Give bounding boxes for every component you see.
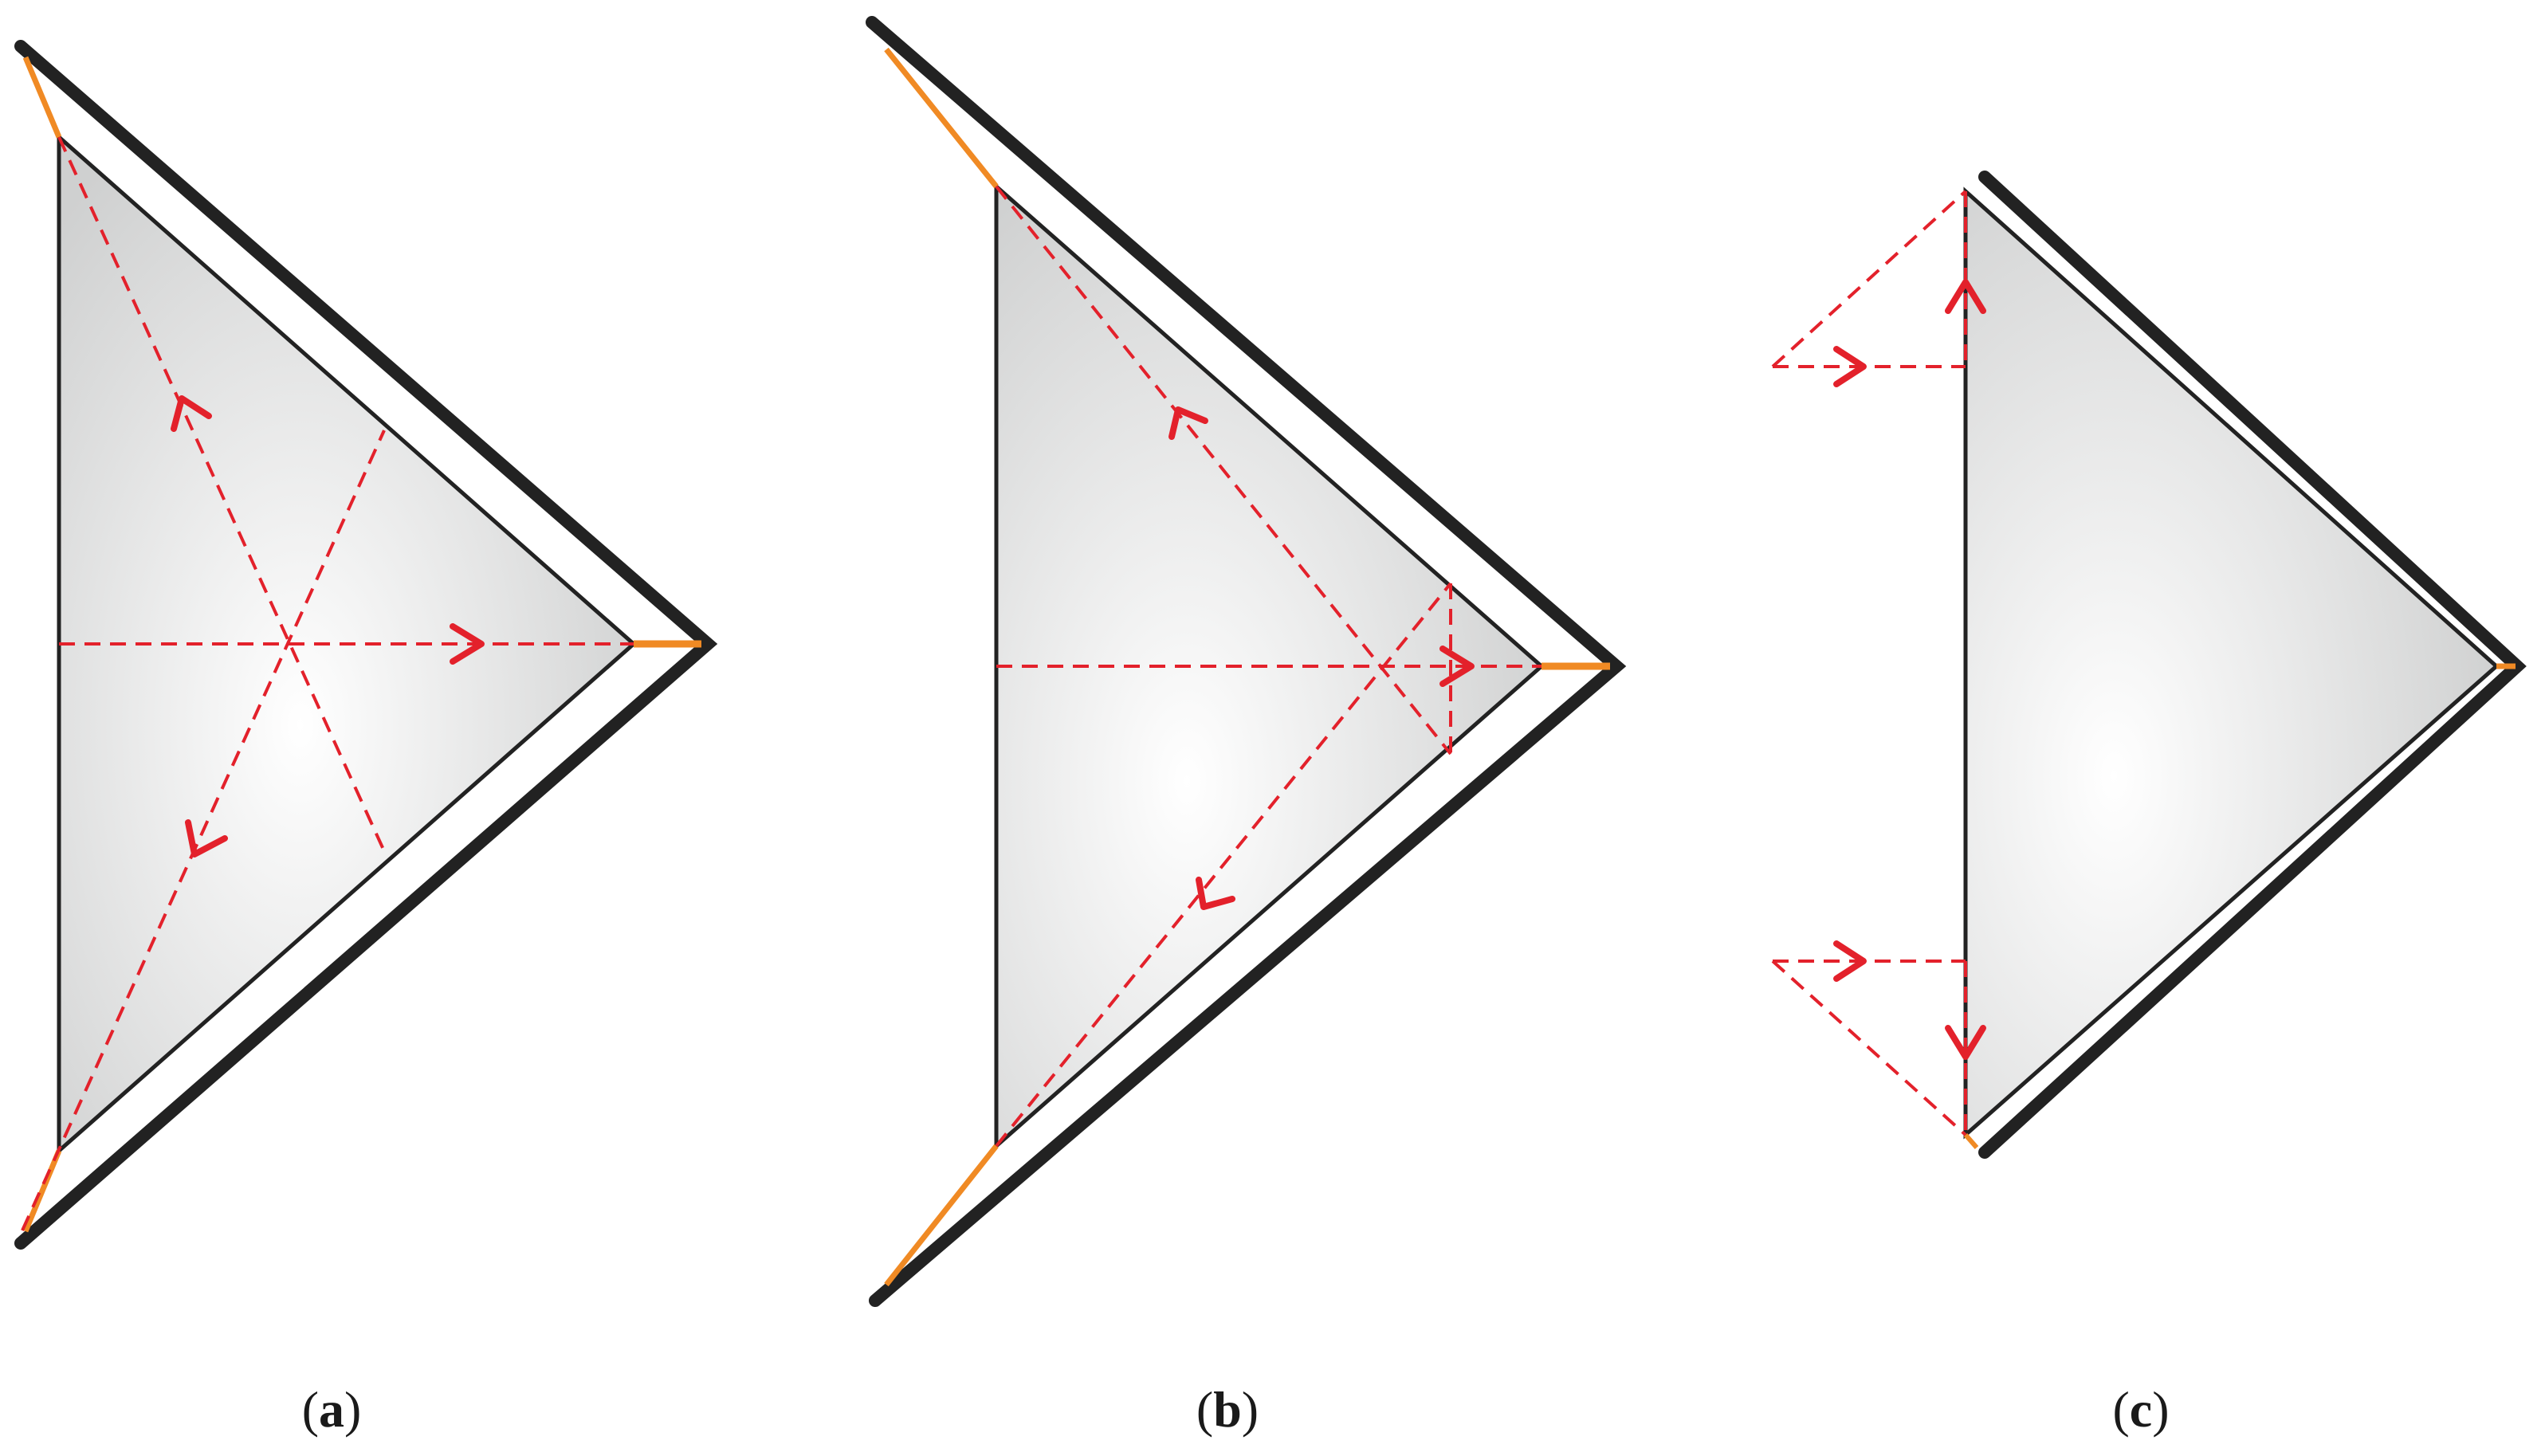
panel-c (1771, 171, 2527, 1159)
panel-a-arrow-up-left (171, 395, 212, 432)
panel-c-arrow-up (1945, 279, 1986, 314)
panel-b-ray-arrows (1168, 406, 1475, 910)
panel-a-light-rays (21, 136, 634, 1231)
panel-c-light-rays (1771, 190, 1967, 1136)
panel-a-outer-boundary (14, 40, 718, 1250)
panel-a (14, 40, 718, 1250)
panel-b (866, 16, 1627, 1307)
panel-c-arrow-down (1945, 1025, 1986, 1060)
panel-b-arrow-down-left (1196, 877, 1235, 910)
panel-c-spacetime-region (1963, 186, 2500, 1140)
panel-b-horizon-bottom (884, 1144, 999, 1287)
panel-a-horizon-top (22, 56, 62, 139)
panel-a-arrow-down-left (185, 819, 228, 858)
panel-c-outer-boundary (1978, 171, 2527, 1159)
panel-b-horizon-top (884, 47, 999, 189)
panel-c-caption: (c) (2112, 1381, 2169, 1438)
panel-b-caption: (b) (1196, 1381, 1259, 1438)
panel-a-horizon-bottom (22, 1149, 62, 1233)
panel-b-arrow-up-left (1168, 406, 1208, 440)
panel-c-ray-arrows (1833, 279, 1986, 1060)
panel-c-arrow-lower-right (1833, 940, 1867, 982)
panel-b-light-rays (995, 185, 1542, 1148)
panel-c-arrow-upper-right (1833, 346, 1867, 387)
panel-a-arrow-right (450, 623, 485, 665)
panel-b-arrow-right (1439, 646, 1475, 687)
panel-b-outer-boundary (866, 16, 1627, 1307)
panel-c-horizon-bottom (1963, 1133, 1979, 1149)
panel-a-caption: (a) (302, 1381, 362, 1438)
panel-a-ray-arrows (171, 395, 485, 858)
